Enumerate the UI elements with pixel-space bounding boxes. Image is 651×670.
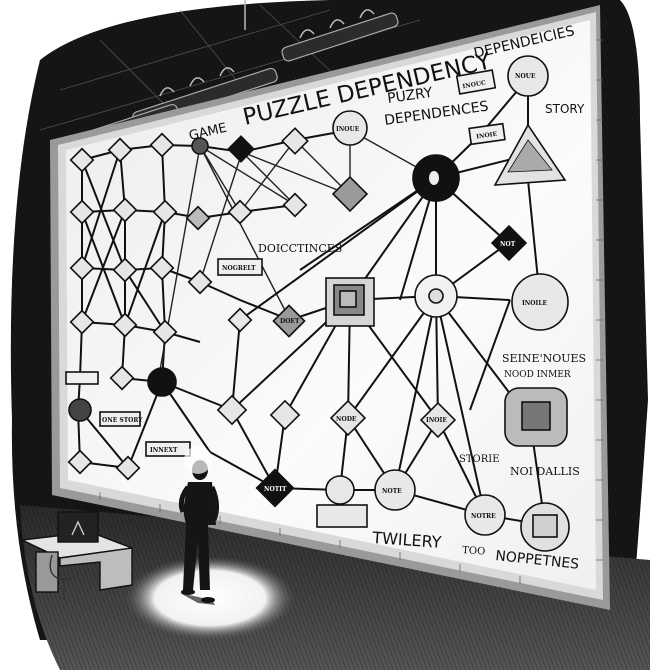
node-label: INOIE [426,417,447,424]
node-label: INOUC [462,79,487,90]
subtitle-line-1: PUZRY [386,85,434,107]
right-label-2a: STORIE [459,454,500,465]
circle-node-lower [325,475,355,505]
circle-node-noue [507,55,549,97]
right-label-1b: NOOD INMER [504,370,571,380]
dependency-nodes [65,55,570,552]
diamond-node-dark [227,135,255,163]
node-label: INOUE [336,126,360,133]
desk-monitor [57,511,99,543]
desk [19,511,133,600]
node-label: NOTIT [264,486,287,493]
circle-node-notre [464,494,506,536]
circle-node-inoue [332,110,368,146]
node-label: INOILE [522,300,548,307]
box-node-one-story [99,411,141,427]
box-node-inoie [468,122,506,146]
diamond-node-shaded [331,175,369,213]
diamond-node-not [490,224,528,262]
diamond-node-notit [255,468,295,508]
node-label: ONE STORY [102,417,143,424]
bottom-label-1: TWILERY [371,528,443,552]
node-label: NOT [500,241,516,248]
right-label-1a: SEINE'NOUES [502,352,586,365]
circle-node-inoile [511,273,569,331]
diamond-node-striped [185,205,211,231]
circle-node-top-dark [191,137,209,155]
node-label: NOUE [515,73,536,80]
light-glow [184,446,212,474]
circle-node-note [374,469,416,511]
box-node-inouc [455,69,497,95]
story-label: STORY [545,102,585,116]
node-label: INOIE [476,131,498,141]
node-label: NODE [336,416,357,423]
node-label: NOTRE [471,513,496,520]
diamond-node-doet [272,304,306,338]
box-node-nogrelt [217,258,263,276]
box-node-lower-mid [316,504,368,528]
right-label-2b: NOI DALLIS [510,465,580,478]
node-label: NOTE [382,488,402,495]
node-label: DOET [280,318,300,325]
node-label: INNEXT [150,447,178,454]
node-labels: NOUE INOUC INOIE NOT INOILE NOGRELT DOET… [102,73,548,520]
bottom-label-2: TOO [462,545,486,558]
node-label: NOGRELT [222,265,256,272]
box-node-left-top [65,371,99,385]
diamond-node [67,127,457,481]
circle-node-black-mid [147,367,177,397]
mid-label: DOICCTINCES [258,242,342,255]
circle-node-dark-left [68,398,92,422]
